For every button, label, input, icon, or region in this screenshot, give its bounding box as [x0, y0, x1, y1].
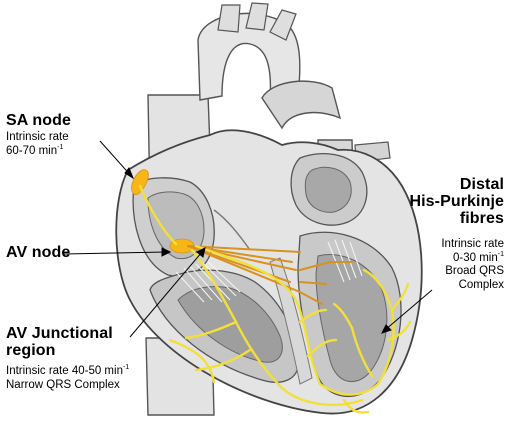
sa-node-title: SA node — [6, 112, 71, 129]
sa-node-rate-unit-sup: -1 — [57, 143, 64, 151]
sa-node-rate-line2: 60-70 min-1 — [6, 143, 69, 159]
sa-node-rate: Intrinsic rate 60-70 min-1 — [6, 131, 69, 158]
arch-branch-3 — [269, 9, 297, 41]
purkinje-title: Distal His-Purkinje fibres — [409, 176, 504, 227]
left-atrium-inner — [304, 166, 352, 213]
arch-branch-1 — [217, 4, 241, 33]
purkinje-rate-value: 0-30 min — [453, 251, 498, 264]
purkinje-rate-unit-sup: -1 — [497, 250, 504, 258]
purkinje-qrs-line1: Broad QRS — [445, 265, 504, 278]
av-junctional-title-line1: AV Junctional — [6, 325, 113, 342]
purkinje-rate: Intrinsic rate 0-30 min-1 Broad QRS Comp… — [441, 238, 504, 292]
purkinje-rate-line2: 0-30 min-1 — [441, 250, 504, 266]
purkinje-title-line1: Distal — [459, 176, 504, 193]
av-junctional-rate-line1: Intrinsic rate 40-50 min-1 — [6, 364, 130, 379]
av-junctional-rate: Intrinsic rate 40-50 min-1 Narrow QRS Co… — [6, 364, 130, 392]
av-junctional-title-line2: region — [6, 341, 56, 359]
arch-branch-2 — [245, 2, 269, 31]
av-junctional-title: AV Junctional region — [6, 325, 113, 360]
pulmonary-trunk — [261, 80, 342, 130]
purkinje-title-line3: fibres — [459, 209, 504, 227]
crista-terminalis — [213, 209, 251, 251]
purkinje-title-line2: His-Purkinje — [409, 192, 504, 210]
av-node-title: AV node — [6, 244, 71, 261]
conduction-pathways — [138, 184, 412, 414]
av-junctional-rate-value: Intrinsic rate 40-50 min — [6, 365, 123, 377]
av-junctional-qrs: Narrow QRS Complex — [6, 378, 120, 391]
pointer-lines — [63, 140, 433, 338]
purkinje-qrs-line2: Complex — [458, 278, 504, 291]
sa-node-rate-value: 60-70 min — [6, 144, 58, 157]
sa-node-shape — [131, 169, 149, 195]
av-junctional-rate-unit-sup: -1 — [122, 364, 130, 371]
purkinje-rate-line1: Intrinsic rate — [441, 238, 504, 250]
sa-node-rate-line1: Intrinsic rate — [6, 131, 69, 143]
